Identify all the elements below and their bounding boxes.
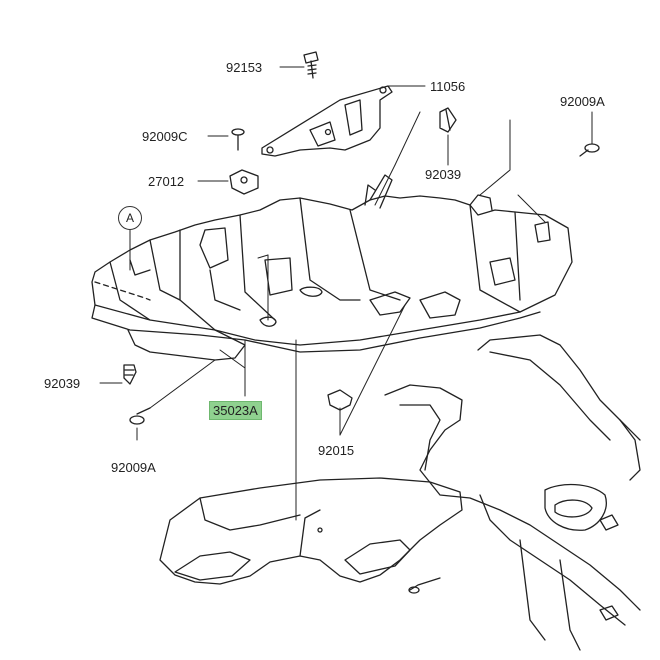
nut-27012 [229,169,259,195]
label-92009a-top: 92009A [560,94,605,109]
label-92039-left: 92039 [44,376,81,391]
bracket-11056 [261,85,393,157]
label-27012: 27012 [148,174,185,189]
label-92009a-bottom: 92009A [111,460,156,475]
label-11056: 11056 [430,79,466,94]
leader-lines [99,66,593,521]
rear-fender-body [91,174,573,361]
bolt-92009A-bottom [129,407,151,425]
clip-92039-top [439,107,457,133]
label-92153: 92153 [226,60,263,75]
tail-cover [159,477,463,585]
nut-92015 [327,389,353,411]
reference-a-circle: A [118,206,142,230]
subframe [384,334,641,651]
clip-92039-left [123,364,137,385]
label-35023a: 35023A [209,401,262,420]
bolt-92009A-top [579,143,600,157]
screw-92009C [231,128,245,151]
label-92015: 92015 [318,443,355,458]
label-92039-top: 92039 [425,167,462,182]
bolt-92153 [303,51,319,79]
label-92009c: 92009C [142,129,188,144]
